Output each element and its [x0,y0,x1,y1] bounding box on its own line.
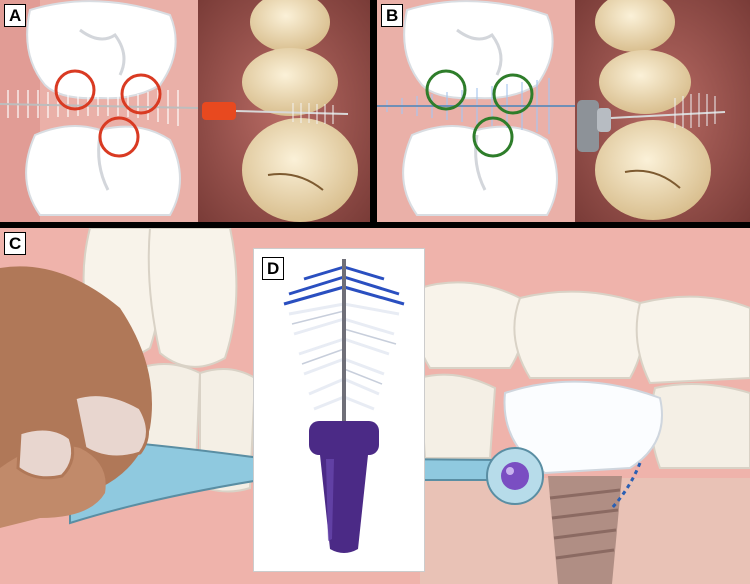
brush-wire [610,111,726,119]
cap-highlight [506,467,514,475]
brush-bristles [292,103,334,124]
fissure [267,173,324,191]
upper-tooth [26,0,177,100]
clean-ring [425,69,467,111]
implant-threads [549,488,621,560]
panel-a-drawing [0,0,198,222]
brush-collar [597,108,611,132]
stem-highlight [326,459,334,541]
upper-tooth [147,228,238,368]
panel-b-label: B [381,4,404,27]
panel-d-drawing [283,259,405,553]
bristle-shadow [291,310,397,385]
brush-handle [202,102,236,120]
implant-crown [503,380,663,475]
brush-bristles-white [288,302,400,411]
clean-ring [472,116,514,158]
panel-b-illustration: B [377,0,575,222]
brush-bristles-blue [283,265,405,306]
brush-bristles [674,93,716,128]
panel-b-photo [575,0,750,222]
brush-cap [309,421,379,455]
tooth-groove [456,28,503,76]
fingernail [16,427,75,480]
panel-c-label: C [4,232,27,255]
fingernail [73,393,149,459]
gingiva-line [610,462,642,510]
tooth-groove [79,28,126,76]
panel-a-photo [198,0,370,222]
panel-a-photo-drawing [198,0,370,222]
molar [595,0,675,52]
problem-ring [120,73,162,115]
panel-d-label: D [262,257,285,280]
molar [250,0,330,52]
upper-tooth [635,295,750,385]
lower-tooth [650,383,750,469]
brush-handle [577,100,599,152]
tooth-groove [474,134,487,191]
molar [599,50,691,114]
brush-cap [501,462,529,490]
upper-tooth [413,281,525,369]
lower-tooth [25,125,181,216]
lower-tooth [402,125,558,216]
molar [595,120,711,220]
brush-wire [235,110,349,115]
panel-b-photo-drawing [575,0,750,222]
lower-tooth [418,373,497,459]
panel-b-drawing [377,0,575,222]
panel-d: D [253,248,425,572]
problem-ring [54,69,96,111]
fissure [624,169,681,189]
upper-tooth [513,290,645,379]
problem-ring [98,116,140,158]
panel-a-label: A [4,4,27,27]
brush-wire [0,103,198,109]
molar [242,118,358,222]
panel-a-illustration: A [0,0,198,222]
molar [242,48,338,116]
clean-ring [492,73,534,115]
